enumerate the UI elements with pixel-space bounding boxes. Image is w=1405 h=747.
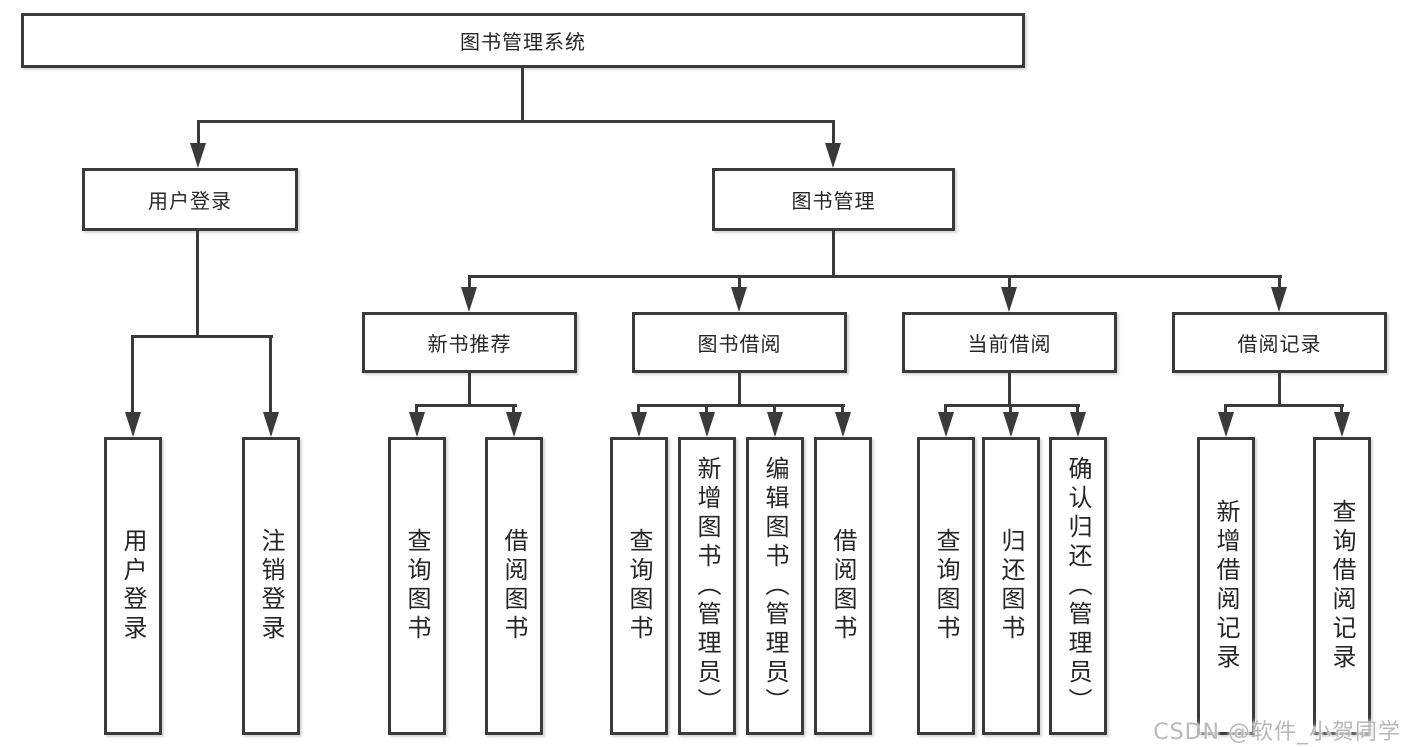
arrow-down-icon: [767, 412, 783, 437]
arrow-down-icon: [835, 412, 851, 437]
connector-leaf-stem: [512, 404, 515, 416]
arrow-down-icon: [1271, 287, 1287, 312]
leaf-return-book: 归还图书: [982, 437, 1040, 735]
csdn-watermark: CSDN @软件_小贺同学: [1153, 720, 1401, 745]
arrow-down-icon: [631, 412, 647, 437]
connector-root-stem: [521, 68, 524, 120]
connector-l3-stem: [1278, 275, 1281, 291]
connector-leaf-stem: [1076, 404, 1079, 416]
connector-leaf-stem: [1009, 404, 1012, 416]
leaf-borrow-book-newrec: 借阅图书: [485, 437, 543, 735]
connector-leaf-stem: [841, 404, 844, 416]
connector-book-mgmt-stem: [832, 120, 835, 146]
connector-user-login-stem: [197, 120, 200, 146]
leaf-add-borrow-record: 新增借阅记录: [1197, 437, 1255, 735]
node-book-management: 图书管理: [712, 168, 955, 231]
node-current-borrowing: 当前借阅: [902, 312, 1117, 373]
connector-borrow-down: [738, 373, 741, 406]
connector-leaf-stem: [637, 404, 640, 416]
arrow-down-icon: [938, 412, 954, 437]
connector-leaf-stem: [1224, 404, 1227, 416]
arrow-down-icon: [461, 287, 477, 312]
connector-l3-stem: [1008, 275, 1011, 291]
leaf-borrow-book: 借阅图书: [814, 437, 872, 735]
arrow-down-icon: [1001, 287, 1017, 312]
connector-leaf-stem: [269, 335, 272, 417]
leaf-query-book-current: 查询图书: [917, 437, 975, 735]
arrow-down-icon: [1218, 412, 1234, 437]
connector-newrec-hline: [415, 404, 517, 407]
arrow-down-icon: [409, 412, 425, 437]
connector-newrec-down: [468, 373, 471, 406]
leaf-confirm-return-admin: 确认归还（管理员）: [1049, 437, 1107, 735]
connector-records-down: [1278, 373, 1281, 406]
arrow-down-icon: [125, 412, 141, 437]
node-user-login: 用户登录: [82, 168, 298, 231]
connector-root-hline: [197, 120, 835, 123]
node-root-system: 图书管理系统: [21, 13, 1025, 68]
arrow-down-icon: [731, 287, 747, 312]
connector-leaf-stem: [131, 335, 134, 417]
leaf-add-book-admin: 新增图书（管理员）: [678, 437, 736, 735]
leaf-user-login: 用户登录: [104, 437, 162, 735]
connector-user-login-hline: [131, 335, 273, 338]
connector-book-mgmt-down: [832, 231, 835, 275]
connector-leaf-stem: [773, 404, 776, 416]
leaf-query-book-newrec: 查询图书: [388, 437, 446, 735]
connector-leaf-stem: [415, 404, 418, 416]
node-borrowing-records: 借阅记录: [1172, 312, 1387, 373]
connector-current-hline: [944, 404, 1080, 407]
connector-records-hline: [1224, 404, 1344, 407]
arrow-down-icon: [1334, 412, 1350, 437]
arrow-down-icon: [699, 412, 715, 437]
arrow-down-icon: [1003, 412, 1019, 437]
connector-user-login-down: [196, 231, 199, 337]
leaf-query-book-borrow: 查询图书: [610, 437, 668, 735]
arrow-down-icon: [190, 143, 206, 168]
arrow-down-icon: [1070, 412, 1086, 437]
arrow-down-icon: [506, 412, 522, 437]
connector-l3-stem: [468, 275, 471, 291]
connector-leaf-stem: [1340, 404, 1343, 416]
connector-leaf-stem: [944, 404, 947, 416]
connector-book-mgmt-hline: [468, 275, 1282, 278]
connector-leaf-stem: [705, 404, 708, 416]
node-book-borrowing: 图书借阅: [632, 312, 847, 373]
arrow-down-icon: [263, 412, 279, 437]
leaf-query-borrow-record: 查询借阅记录: [1313, 437, 1371, 735]
connector-borrow-hline: [637, 404, 845, 407]
arrow-down-icon: [825, 143, 841, 168]
node-new-book-recommend: 新书推荐: [362, 312, 577, 373]
leaf-logout: 注销登录: [242, 437, 300, 735]
leaf-edit-book-admin: 编辑图书（管理员）: [746, 437, 804, 735]
connector-l3-stem: [738, 275, 741, 291]
connector-current-down: [1008, 373, 1011, 406]
